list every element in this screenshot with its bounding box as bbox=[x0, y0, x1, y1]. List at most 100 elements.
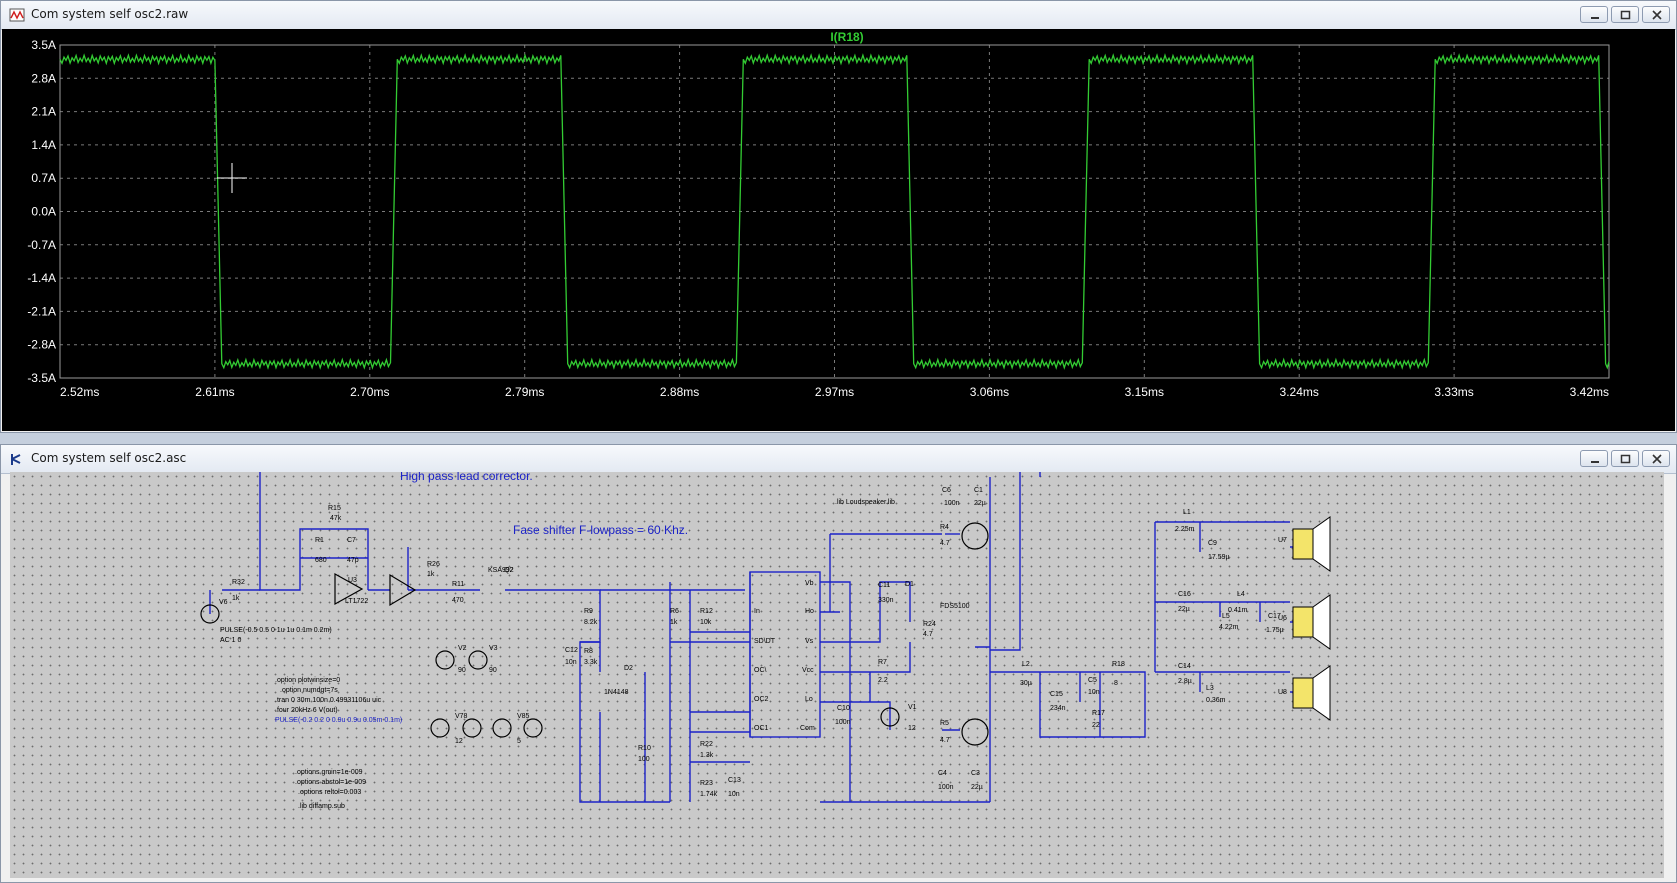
minimize-button[interactable] bbox=[1580, 6, 1608, 23]
speakers bbox=[1292, 516, 1331, 721]
value-r9: 8.2k bbox=[584, 619, 598, 626]
x-tick-label: 3.24ms bbox=[1280, 385, 1319, 399]
label-r12: R12 bbox=[700, 608, 713, 615]
value-l1: 2.25m bbox=[1175, 526, 1195, 533]
y-tick-label: 2.1A bbox=[31, 105, 56, 119]
model-q2: KSA992 bbox=[488, 567, 514, 574]
schematic-drawing[interactable]: High pass lead corrector. Fase shifter F… bbox=[10, 472, 1664, 878]
label-r24: R24 bbox=[923, 621, 936, 628]
ir2110-driver-ic[interactable] bbox=[749, 571, 821, 738]
value-r24: 4.7 bbox=[923, 631, 933, 638]
x-tick-label: 3.15ms bbox=[1125, 385, 1164, 399]
mosfet-q-high[interactable] bbox=[961, 522, 989, 550]
value-c12: 10n bbox=[565, 659, 577, 666]
label-c17: C17 bbox=[1268, 613, 1281, 620]
value-r7: 2.2 bbox=[878, 677, 888, 684]
directive-tran[interactable]: .tran 0 30m 100n 0.49931106u uic bbox=[275, 697, 382, 704]
value-c3: 22µ bbox=[971, 784, 983, 791]
value-c15: 234n bbox=[1050, 705, 1066, 712]
waveform-plot[interactable]: 3.5A2.8A2.1A1.4A0.7A0.0A-0.7A-1.4A-2.1A-… bbox=[2, 29, 1675, 431]
label-c1: C1 bbox=[974, 487, 983, 494]
opamp-diffamp[interactable] bbox=[389, 573, 417, 607]
pin-oc2: OC2 bbox=[754, 696, 769, 703]
label-r26: R26 bbox=[427, 561, 440, 568]
label-r1: R1 bbox=[315, 537, 324, 544]
directive-reltol[interactable]: .options reltol=0.003 bbox=[298, 789, 361, 796]
label-v1: V1 bbox=[908, 704, 917, 711]
label-r17: R17 bbox=[1092, 710, 1105, 717]
heading-high-pass[interactable]: High pass lead corrector. bbox=[400, 472, 533, 483]
source-ac-text[interactable]: AC 1 0 bbox=[220, 637, 242, 644]
source-v78b[interactable] bbox=[462, 718, 482, 738]
opamp-u3[interactable] bbox=[334, 572, 364, 606]
trace-label-i-r18[interactable]: I(R18) bbox=[830, 30, 863, 44]
value-v85: 5 bbox=[517, 738, 521, 745]
source-v6[interactable] bbox=[200, 604, 220, 624]
pin-com: Com bbox=[800, 725, 815, 732]
label-c7: C7 bbox=[347, 537, 356, 544]
schematic-titlebar[interactable]: Com system self osc2.asc bbox=[1, 445, 1676, 474]
value-r10: 100 bbox=[638, 756, 650, 763]
label-l3: L3 bbox=[1206, 685, 1214, 692]
schematic-window[interactable]: Com system self osc2.asc bbox=[0, 444, 1677, 883]
directive-four[interactable]: .four 20kHz 6 V(out) bbox=[275, 707, 338, 714]
source-v78a[interactable] bbox=[430, 718, 450, 738]
label-d2: D2 bbox=[624, 665, 633, 672]
source-v2[interactable] bbox=[435, 650, 455, 670]
close-button[interactable] bbox=[1642, 450, 1670, 467]
y-tick-label: 1.4A bbox=[31, 138, 56, 152]
heading-phase-shifter[interactable]: Fase shifter F-lowpass = 60 Khz. bbox=[513, 523, 688, 537]
label-q2: Q2 bbox=[504, 567, 513, 574]
value-l2: 30µ bbox=[1020, 680, 1032, 687]
label-r6: R6 bbox=[670, 608, 679, 615]
value-r17: 22 bbox=[1092, 722, 1100, 729]
label-r15: R15 bbox=[328, 505, 341, 512]
window-splitter[interactable] bbox=[0, 433, 1677, 444]
y-tick-label: -2.8A bbox=[27, 338, 56, 352]
label-u8: U8 bbox=[1278, 689, 1287, 696]
waveform-titlebar[interactable]: Com system self osc2.raw bbox=[1, 1, 1676, 30]
value-c13: 10n bbox=[728, 791, 740, 798]
x-tick-label: 2.79ms bbox=[505, 385, 544, 399]
value-c6: 100n bbox=[944, 500, 960, 507]
directive-plotwinsize[interactable]: .option plotwinsize=0 bbox=[275, 677, 340, 684]
directive-lib-diffamp[interactable]: .lib diffamp.sub bbox=[298, 803, 345, 810]
directive-pulse[interactable]: PULSE(-0.2 0.2 0 0.9u 0.9u 0.05m 0.1m) bbox=[275, 717, 402, 724]
label-r22: R22 bbox=[700, 741, 713, 748]
label-c12: C12 bbox=[565, 647, 578, 654]
directive-numdgt[interactable]: .option numdgt=7s bbox=[280, 687, 338, 694]
pin-lo: Lo bbox=[805, 696, 813, 703]
y-tick-label: -3.5A bbox=[27, 371, 56, 385]
mosfet-q-low[interactable] bbox=[961, 718, 989, 746]
minimize-icon bbox=[1591, 461, 1599, 463]
label-c13: C13 bbox=[728, 777, 741, 784]
source-v1[interactable] bbox=[880, 707, 900, 727]
label-r18: R18 bbox=[1112, 661, 1125, 668]
schematic-canvas[interactable]: High pass lead corrector. Fase shifter F… bbox=[10, 472, 1664, 878]
label-r10: R10 bbox=[638, 745, 651, 752]
value-r4: 4.7 bbox=[940, 540, 950, 547]
directive-abstol[interactable]: .options abstol=1e-009 bbox=[295, 779, 366, 786]
directive-lib-loudspeaker[interactable]: .lib Loudspeaker.lib bbox=[835, 499, 895, 506]
label-c15: C15 bbox=[1050, 691, 1063, 698]
y-tick-label: 2.8A bbox=[31, 71, 56, 85]
plot-frame bbox=[59, 44, 1610, 379]
maximize-button[interactable] bbox=[1611, 6, 1639, 23]
source-v85b[interactable] bbox=[523, 718, 543, 738]
directive-gmin[interactable]: .options gmin=1e-009 bbox=[295, 769, 363, 776]
label-v78: V78 bbox=[455, 713, 468, 720]
maximize-button[interactable] bbox=[1611, 450, 1639, 467]
schematic-app-icon bbox=[11, 454, 21, 465]
close-button[interactable] bbox=[1642, 6, 1670, 23]
label-v6: V6 bbox=[219, 599, 228, 606]
y-tick-label: -2.1A bbox=[27, 304, 56, 318]
value-c11: 330n bbox=[878, 597, 894, 604]
source-pulse-text[interactable]: PULSE(-0.5 0.5 0 1u 1u 0.1m 0.2m) bbox=[220, 627, 332, 634]
minimize-button[interactable] bbox=[1580, 450, 1608, 467]
source-v3[interactable] bbox=[468, 650, 488, 670]
label-c11: C11 bbox=[878, 582, 890, 589]
x-tick-label: 2.88ms bbox=[660, 385, 699, 399]
source-v85a[interactable] bbox=[492, 718, 512, 738]
